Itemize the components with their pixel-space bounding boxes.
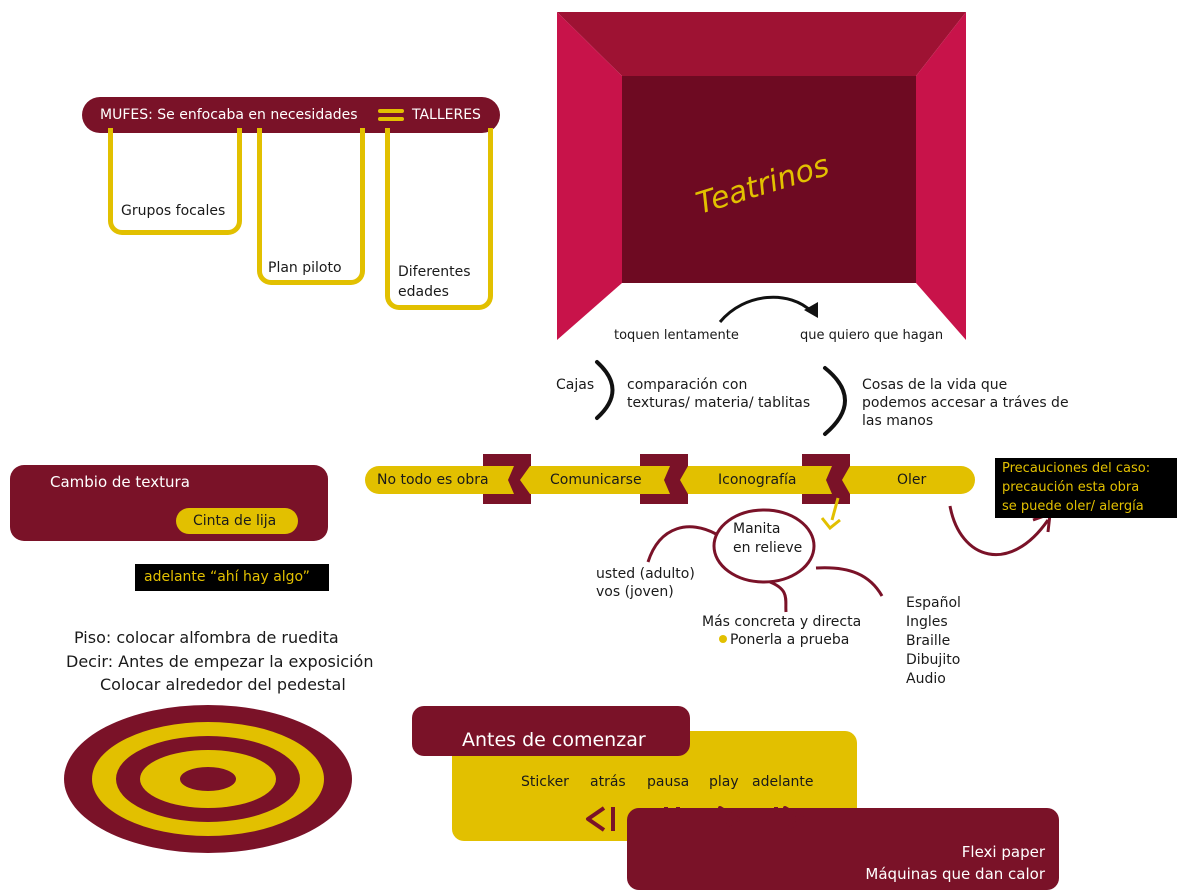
- teatrino-back-wall: [622, 76, 916, 283]
- precauciones-box: [995, 458, 1177, 518]
- antes-title-pill: [412, 706, 690, 756]
- teatrino-top-wall: [557, 12, 966, 76]
- connector-left: [646, 525, 717, 563]
- bullet-dot: [719, 635, 727, 643]
- control-label-atras: atrás: [590, 774, 626, 790]
- mufes-box-plan: [257, 128, 365, 285]
- mufes-box-edades: [385, 128, 493, 310]
- control-label-pausa: pausa: [647, 774, 690, 790]
- chevron-1-icon: [595, 360, 615, 420]
- step-forward-icon[interactable]: [774, 806, 806, 832]
- language-item: Audio: [906, 671, 946, 687]
- manita-left-text: usted (adulto) vos (joven): [596, 566, 695, 600]
- piso-line-2: Decir: Antes de empezar la exposición: [66, 652, 374, 671]
- textura-title: Cambio de textura: [50, 473, 190, 491]
- pause-icon[interactable]: [664, 807, 680, 831]
- toquen-note: toquen lentamente: [614, 328, 739, 343]
- antes-bottom-line-1: Flexi paper: [961, 843, 1045, 861]
- cajas-label: Cajas: [556, 377, 595, 393]
- language-item: Braille: [906, 633, 951, 649]
- manita-circle: [712, 508, 816, 584]
- language-item: Español: [906, 595, 961, 611]
- down-arrowhead: [820, 517, 841, 531]
- play-icon[interactable]: [718, 806, 740, 832]
- mufes-box-edades-label: Diferentes edades: [398, 264, 471, 300]
- chevron-2-icon: [823, 366, 847, 436]
- language-item: Ingles: [906, 614, 948, 630]
- precauciones-text: Precauciones del caso: precaución esta o…: [1002, 461, 1151, 514]
- banner-notch-3: [826, 466, 850, 494]
- equals-icon: [378, 109, 404, 121]
- adelante-note-box: [135, 564, 329, 591]
- teatrino-left-wall: [557, 12, 622, 340]
- manita-bottom-bullet: Ponerla a prueba: [730, 632, 850, 648]
- antes-bottom-panel: [627, 808, 1059, 890]
- control-label-play: play: [709, 774, 739, 790]
- manita-label: Manita en relieve: [733, 521, 803, 556]
- mufes-header: [82, 97, 500, 133]
- banner-item-oler: Oler: [897, 472, 927, 488]
- antes-bottom-line-2: Máquinas que dan calor: [865, 865, 1045, 883]
- mufes-box-grupos: [108, 128, 242, 235]
- control-label-adelante: adelante: [752, 774, 814, 790]
- target-ring-5: [180, 767, 236, 791]
- toquen-arrow: [718, 295, 814, 323]
- languages-list: Español Ingles Braille Dibujito Audio: [906, 594, 961, 689]
- adelante-note: adelante “ahí hay algo”: [144, 569, 310, 585]
- piso-line-1: Piso: colocar alfombra de ruedita: [74, 628, 339, 647]
- media-controls: [586, 806, 806, 832]
- precauciones-arrow: [948, 505, 1050, 557]
- textura-chip: [176, 508, 298, 534]
- control-label-sticker: Sticker: [521, 774, 569, 790]
- banner-notch-1: [508, 466, 530, 494]
- banner-notch-2: [664, 466, 688, 494]
- quiero-note: que quiero que hagan: [800, 328, 944, 343]
- step-back-icon[interactable]: [586, 806, 615, 832]
- cajas-right: Cosas de la vida que podemos accesar a t…: [862, 377, 1069, 429]
- textura-chip-label: Cinta de lija: [193, 513, 277, 529]
- connector-bottom: [769, 580, 788, 613]
- down-arrow: [830, 497, 840, 521]
- cajas-middle: comparación con texturas/ materia/ tabli…: [627, 377, 811, 411]
- mufes-box-plan-label: Plan piloto: [268, 260, 342, 276]
- manita-bottom-line: Más concreta y directa: [702, 614, 862, 630]
- mufes-box-grupos-label: Grupos focales: [121, 203, 226, 219]
- language-item: Dibujito: [906, 652, 961, 668]
- banner-item-comunicarse: Comunicarse: [550, 472, 642, 488]
- piso-line-3: Colocar alrededor del pedestal: [100, 675, 346, 694]
- connector-right: [815, 566, 884, 597]
- toquen-arrowhead: [804, 302, 818, 318]
- mufes-header-label: MUFES: Se enfocaba en necesidades: [100, 107, 358, 123]
- banner-item-iconografia: Iconografía: [718, 472, 797, 488]
- talleres-label: TALLERES: [412, 107, 481, 123]
- banner-item-no-todo: No todo es obra: [377, 472, 489, 488]
- antes-title: Antes de comenzar: [462, 729, 646, 751]
- teatrino-right-wall: [916, 12, 966, 340]
